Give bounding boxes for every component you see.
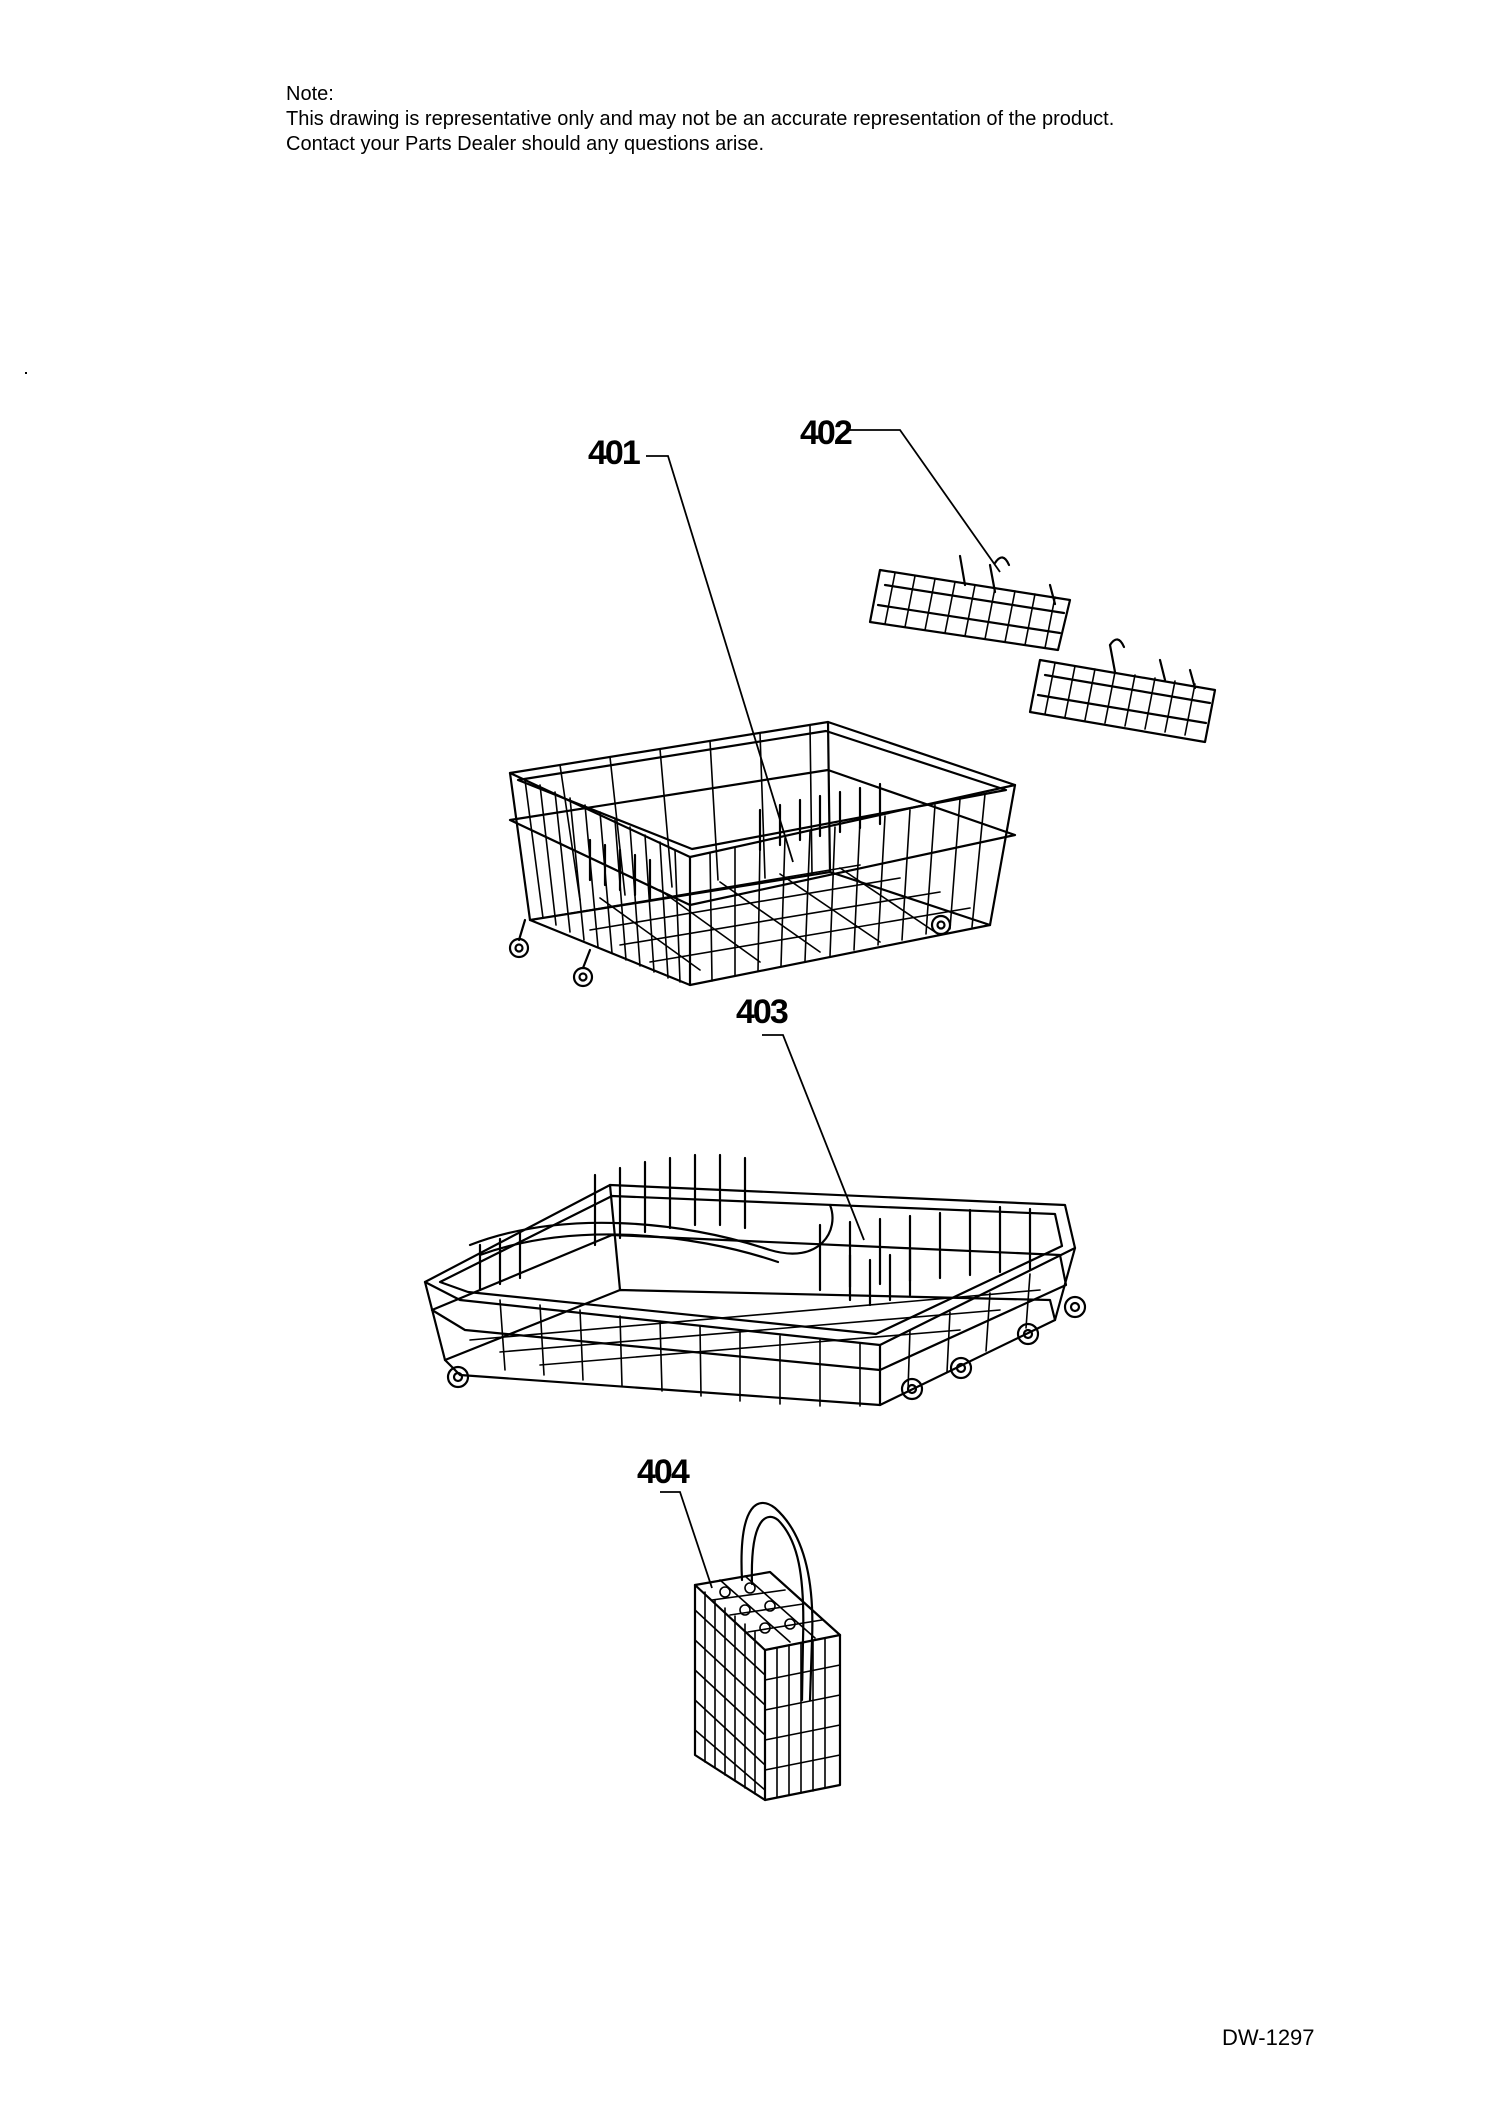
note-block: Note: This drawing is representative onl… xyxy=(286,82,1114,157)
leader-402 xyxy=(847,429,1001,573)
callout-401: 401 xyxy=(588,434,640,472)
leader-404 xyxy=(660,1491,713,1589)
leader-401 xyxy=(646,455,794,863)
callout-402: 402 xyxy=(800,414,852,452)
stray-dot xyxy=(25,372,27,374)
note-line-1: This drawing is representative only and … xyxy=(286,108,1115,130)
leader-403 xyxy=(762,1034,865,1241)
part-402-tine-insert-a xyxy=(868,554,1072,652)
part-404-silverware-basket xyxy=(693,1501,842,1802)
document-id: DW-1297 xyxy=(1222,2025,1315,2050)
part-401-upper-rack xyxy=(508,720,1017,988)
note-heading: Note: xyxy=(286,83,334,105)
callout-404: 404 xyxy=(637,1453,690,1491)
note-line-2: Contact your Parts Dealer should any que… xyxy=(286,133,765,155)
part-403-lower-rack xyxy=(423,1153,1087,1407)
part-402-tine-insert-b xyxy=(1028,638,1217,744)
callout-403: 403 xyxy=(736,993,788,1031)
